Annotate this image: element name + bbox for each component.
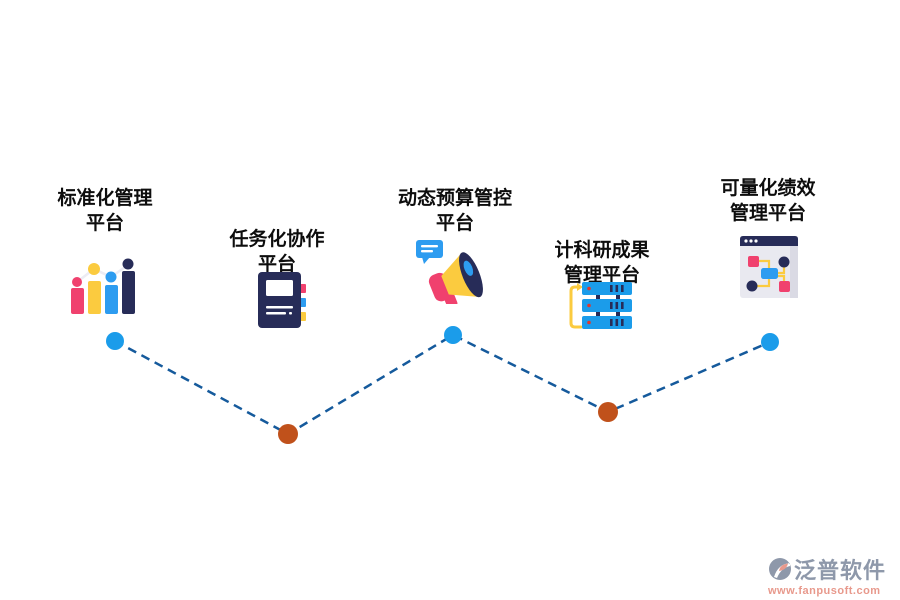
platform-label-3-line1: 动态预算管控 bbox=[397, 188, 512, 209]
platform-label-5-line2: 管理平台 bbox=[729, 203, 806, 224]
platform-label-1-line1: 标准化管理 bbox=[57, 188, 153, 209]
platform-label-5: 可量化绩效 管理平台 bbox=[683, 176, 853, 226]
node-dot-5 bbox=[761, 333, 779, 351]
flowchart-window-icon bbox=[740, 236, 798, 298]
bar-chart-growth-icon bbox=[71, 258, 135, 314]
node-dot-4 bbox=[598, 402, 618, 422]
node-dot-2 bbox=[278, 424, 298, 444]
platform-label-2: 任务化协作 平台 bbox=[192, 227, 362, 277]
notebook-icon bbox=[258, 272, 306, 328]
watermark-brand: 泛普软件 bbox=[794, 558, 887, 583]
watermark: 泛普软件 www.fanpusoft.com bbox=[768, 553, 898, 597]
platform-label-4-line1: 计科研成果 bbox=[554, 240, 650, 261]
dashed-connector-line bbox=[114, 333, 771, 436]
platform-label-4-line2: 管理平台 bbox=[563, 265, 640, 286]
platform-label-4: 计科研成果 管理平台 bbox=[517, 238, 687, 288]
fanpu-logo-icon bbox=[769, 558, 791, 580]
node-dot-3 bbox=[444, 326, 462, 344]
platform-label-3: 动态预算管控 平台 bbox=[370, 186, 540, 236]
node-dot-1 bbox=[106, 332, 124, 350]
watermark-url: www.fanpusoft.com bbox=[768, 585, 881, 597]
platform-label-3-line2: 平台 bbox=[435, 213, 474, 234]
platform-label-1-line2: 平台 bbox=[85, 213, 124, 234]
platform-label-2-line2: 平台 bbox=[257, 254, 296, 275]
platform-label-5-line1: 可量化绩效 bbox=[720, 178, 816, 199]
platform-label-2-line1: 任务化协作 bbox=[229, 229, 325, 250]
server-database-icon bbox=[569, 282, 632, 329]
platform-label-1: 标准化管理 平台 bbox=[20, 186, 190, 236]
megaphone-announcement-icon bbox=[416, 240, 483, 304]
